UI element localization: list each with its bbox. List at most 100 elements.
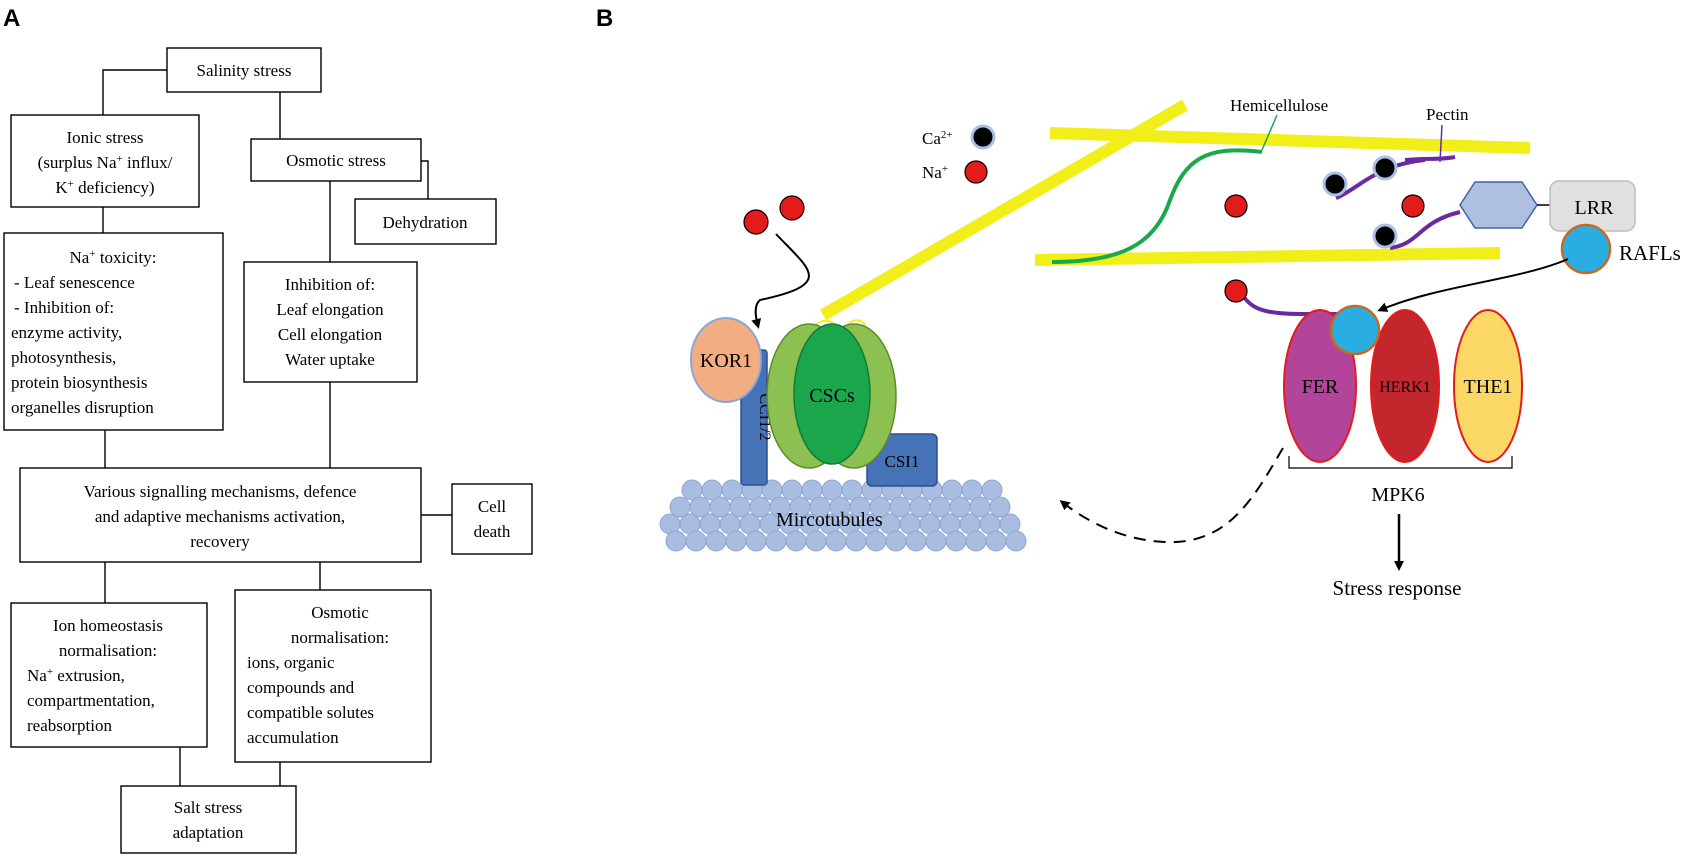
hemicellulose-chain	[1051, 148, 1263, 264]
label-osmotic-stress: Osmotic stress	[286, 151, 386, 170]
label-inhibition-line4: Water uptake	[285, 350, 375, 369]
microtubule-subunit	[805, 530, 827, 552]
salinity-flowchart	[3, 47, 533, 854]
na-ion-legend	[964, 160, 988, 184]
microtubule-subunit	[785, 530, 807, 552]
ca-ion-legend	[970, 124, 996, 150]
rafl-peptide	[1560, 223, 1612, 275]
hemicellulose-pointer	[1261, 114, 1278, 151]
microtubule-subunit	[945, 530, 967, 552]
box-ion-homeostasis	[10, 602, 208, 748]
label-adaptation-line2: adaptation	[173, 823, 244, 842]
cellulose-fibril-top	[1049, 127, 1531, 154]
label-osmnorm-line2: normalisation:	[291, 628, 389, 647]
label-inhibition-line2: Leaf elongation	[276, 300, 384, 319]
label-natox-line6: protein biosynthesis	[11, 373, 147, 392]
the1-label: THE1	[1464, 376, 1513, 398]
microtubule-subunit	[765, 530, 787, 552]
cellulose-fibril-bottom	[1034, 247, 1501, 266]
herk1-receptor	[1370, 309, 1440, 463]
rafls-label: RAFLs	[1619, 241, 1681, 265]
lrr-label: LRR	[1575, 197, 1615, 219]
pectin-chain-3	[1389, 210, 1461, 250]
fer-label: FER	[1302, 376, 1339, 398]
box-ionic-stress	[10, 114, 200, 208]
label-ionic-line3: K+ deficiency)	[55, 178, 154, 197]
herk1-label: HERK1	[1379, 379, 1431, 396]
cscs-label: CSCs	[809, 385, 855, 407]
box-adaptation	[120, 785, 297, 854]
pectin-label: Pectin	[1426, 105, 1469, 124]
microtubule-subunit	[1005, 530, 1027, 552]
label-natox-line5: photosynthesis,	[11, 348, 116, 367]
label-ionhomeo-line1: Ion homeostasis	[53, 616, 163, 635]
microtubule-subunit	[925, 530, 947, 552]
pectin-pointer	[1439, 124, 1443, 163]
box-inhibition	[243, 261, 418, 383]
label-cell-death-line1: Cell	[478, 497, 507, 516]
microtubule-subunit	[725, 530, 747, 552]
microtubule-subunit	[985, 530, 1007, 552]
box-osmotic-stress	[250, 138, 422, 182]
csc-subunit-center	[793, 323, 871, 465]
mpk6-bracket	[1288, 456, 1513, 469]
box-signalling	[19, 467, 422, 563]
microtubule-subunit	[845, 530, 867, 552]
hexagon-ligand	[1459, 181, 1538, 229]
na-ion	[1224, 194, 1248, 218]
label-ionhomeo-line3: Na+ extrusion,	[27, 666, 125, 685]
microtubule-subunit	[745, 530, 767, 552]
label-natox-line3: - Inhibition of:	[14, 298, 114, 317]
microtubule-subunit	[705, 530, 727, 552]
label-inhibition-line1: Inhibition of:	[285, 275, 375, 294]
box-na-toxicity	[3, 232, 224, 431]
connector-osmotic-dehydration	[421, 160, 429, 199]
label-ionic-line1: Ionic stress	[67, 128, 144, 147]
label-signalling-line2: and adaptive mechanisms activation,	[95, 507, 345, 526]
flowchart-labels: Salinity stress Ionic stress (surplus Na…	[11, 61, 511, 842]
membrane-diagram: Ca2+ Na+ Hemicellulose Pectin LRR	[648, 96, 1681, 600]
na-influx-arrow	[751, 233, 810, 329]
label-natox-line7: organelles disruption	[11, 398, 154, 417]
microtubules-label: Mircotubules	[776, 509, 883, 531]
pectin-chain-1	[1335, 158, 1426, 200]
panel-label-b: B	[596, 5, 613, 32]
na-ion	[1224, 279, 1248, 303]
label-osmnorm-line5: compatible solutes	[247, 703, 374, 722]
fer-microtubule-dashed-arrow	[1059, 447, 1284, 544]
hemicellulose-label: Hemicellulose	[1230, 96, 1328, 115]
rafl-bound	[1329, 304, 1381, 356]
microtubule-subunit	[905, 530, 927, 552]
csi1-label: CSI1	[885, 452, 920, 471]
box-dehydration	[354, 198, 497, 245]
label-natox-line1: Na+ toxicity:	[70, 248, 157, 267]
microtubule-subunit	[685, 530, 707, 552]
microtubule-subunit	[885, 530, 907, 552]
label-salinity-stress: Salinity stress	[197, 61, 292, 80]
mpk6-label: MPK6	[1371, 484, 1424, 506]
label-dehydration: Dehydration	[383, 213, 468, 232]
rafl-binding-arrow	[1377, 258, 1569, 312]
box-cell-death	[451, 483, 533, 555]
box-osmotic-normalisation	[234, 589, 432, 763]
na-ion	[1401, 194, 1425, 218]
microtubule-subunit	[865, 530, 887, 552]
label-ionhomeo-line2: normalisation:	[59, 641, 157, 660]
pectin-chain-2	[1404, 155, 1456, 162]
connector-salinity-ionic	[102, 69, 167, 115]
label-osmnorm-line4: compounds and	[247, 678, 355, 697]
label-natox-line4: enzyme activity,	[11, 323, 122, 342]
label-inhibition-line3: Cell elongation	[278, 325, 383, 344]
ca-ion	[1372, 223, 1398, 249]
na-ion	[743, 209, 769, 235]
stress-response-label: Stress response	[1333, 576, 1462, 600]
the1-receptor	[1453, 309, 1523, 463]
panel-label-a: A	[3, 5, 20, 32]
label-ionic-line2: (surplus Na+ influx/	[38, 153, 173, 172]
microtubule-subunit	[989, 496, 1011, 518]
ca-ion	[1372, 155, 1398, 181]
microtubule-subunit	[981, 479, 1003, 501]
label-osmnorm-line6: accumulation	[247, 728, 339, 747]
kor1-protein	[690, 317, 762, 403]
na-legend-label: Na+	[922, 163, 948, 182]
